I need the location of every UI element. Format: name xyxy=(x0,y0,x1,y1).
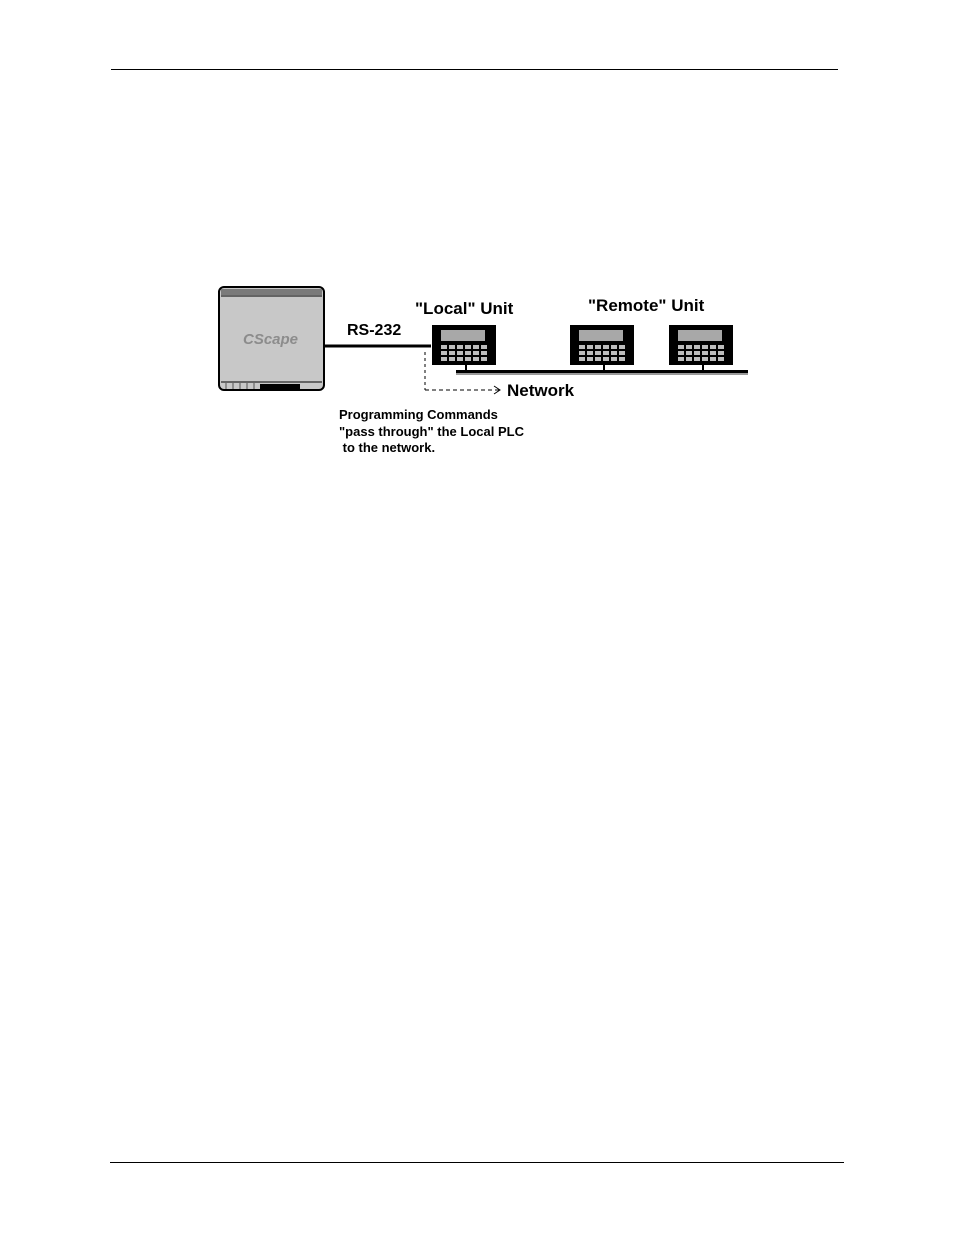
remote-unit-label: "Remote" Unit xyxy=(588,296,705,315)
header-rule xyxy=(111,69,838,70)
note-line: Programming Commands xyxy=(339,407,498,422)
rs232-label: RS-232 xyxy=(347,322,402,339)
remote-unit-icon xyxy=(669,325,733,365)
cscape-label: CScape xyxy=(243,331,299,348)
note-line: "pass through" the Local PLC xyxy=(339,424,524,439)
local-unit-label: "Local" Unit xyxy=(415,299,514,318)
note-line: to the network. xyxy=(339,440,436,455)
remote-unit-icon xyxy=(570,325,634,365)
local-unit-icon xyxy=(432,325,496,365)
network-bus xyxy=(456,364,748,375)
network-label: Network xyxy=(507,381,575,400)
footer-rule xyxy=(110,1162,844,1163)
pass-through-arrow xyxy=(424,352,501,395)
cscape-pc-icon xyxy=(218,286,325,391)
